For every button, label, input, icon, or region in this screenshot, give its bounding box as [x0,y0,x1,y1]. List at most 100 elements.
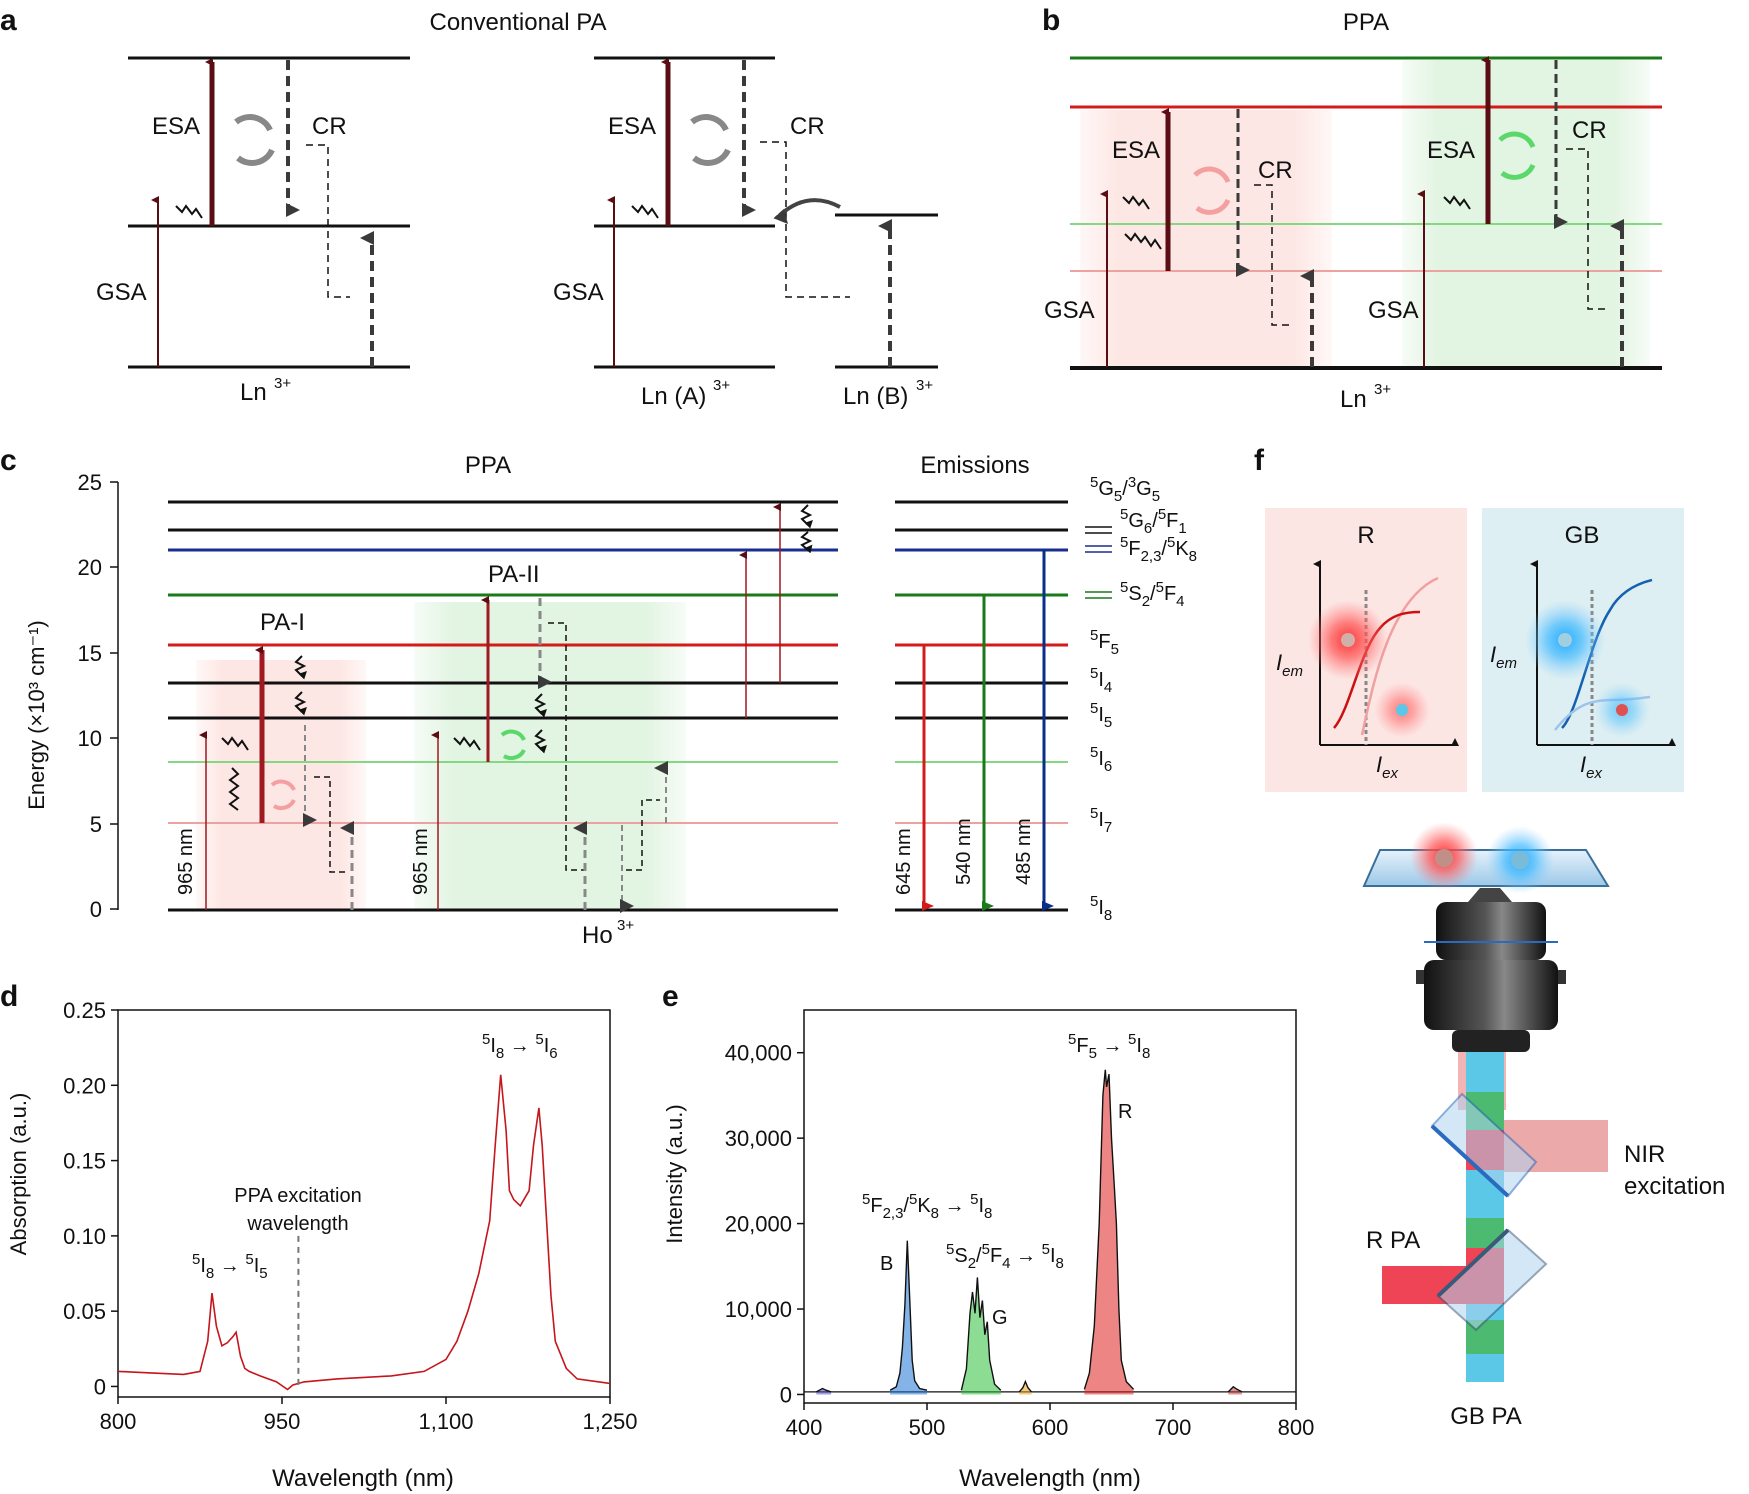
cr-label: CR [312,113,347,140]
relaxation-squiggle-icon [294,655,307,680]
y-tick: 25 [78,470,102,495]
ion-a-sup: 3+ [713,377,730,394]
spectrum-line-G [960,1277,1002,1391]
ion-sup: 3+ [274,375,291,392]
x-tick-label: 500 [909,1415,946,1440]
gb-response-plot: Iem Iex [1490,560,1676,782]
r-response-plot: Iem Iex [1276,560,1459,782]
excitation-annotation: wavelength [246,1213,348,1235]
nir-label: excitation [1624,1173,1725,1200]
x-tick-label: 1,250 [582,1409,637,1434]
x-axis-label: Wavelength (nm) [272,1465,454,1492]
gsa-label: GSA [1044,297,1095,324]
excitation-squiggle-icon [1122,195,1150,210]
x-tick-label: 600 [1032,1415,1069,1440]
panel-c-title: PPA [465,452,511,479]
emission-levels [895,500,1068,912]
y-tick-label: 30,000 [725,1126,792,1151]
sample-slide [1362,849,1610,887]
peak-label: B [880,1253,893,1275]
ion-label: Ho [582,922,613,949]
cycle-icon [500,729,526,761]
nir-label: NIR [1624,1141,1665,1168]
x-axis-label: Wavelength (nm) [959,1465,1141,1492]
cycle-icon [234,114,275,166]
ion-b-label: Ln (B) [843,383,908,410]
y-tick-label: 0.20 [63,1073,106,1098]
relaxation-squiggle-icon [228,767,240,811]
level-label: 5I6 [1090,744,1112,775]
excitation-965-label: 965 nm [410,828,432,895]
spectrum-line-minor-4 [815,1387,832,1393]
ion-sup: 3+ [1374,381,1391,398]
y-tick-label: 0 [94,1374,106,1399]
gb-pa-label: GB PA [1450,1403,1522,1430]
cycle-icon [270,779,296,811]
level-label: 5I5 [1090,700,1112,731]
level-label: 5G5/3G5 [1090,474,1160,505]
pa-i-region [196,660,366,910]
cycle-icon [690,114,731,166]
y-tick-label: 20,000 [725,1212,792,1237]
energy-levels [168,500,838,912]
esa-label: ESA [152,113,200,140]
relaxation-squiggle-icon [534,693,547,718]
excitation-squiggle-icon [631,204,659,219]
iex-label: Iex [1580,752,1602,782]
relaxation-squiggle-icon [534,729,547,754]
emission-label: 485 nm [1013,818,1035,885]
panel-b-title: PPA [1343,9,1389,36]
x-tick-label: 800 [1278,1415,1315,1440]
excitation-squiggle-icon [453,736,481,751]
gsa-label: GSA [96,279,147,306]
panel-b: b PPA ESA CR GSA ESA CR GSA Ln 3+ [1042,4,1662,413]
energy-transfer-arrow [773,198,841,224]
excitation-squiggle-icon [221,736,249,751]
panel-d-letter: d [0,980,18,1013]
level-labels: 5G5/3G5 5G6/5F1 5F2,3/5K8 5S2/5F4 5F5 5I… [1090,474,1197,924]
x-tick-label: 1,100 [418,1409,473,1434]
plot-frame [117,1009,611,1398]
emissions-title: Emissions [920,452,1029,479]
spectrum-area-G [961,1277,1001,1395]
y-axis-label: Intensity (a.u.) [662,1104,687,1243]
relaxation-squiggle-icon [800,504,813,529]
pa-ii-region [414,602,686,910]
spectrum-area-R [1084,1069,1134,1395]
panel-a-letter: a [0,4,17,37]
gsa-label: GSA [1368,297,1419,324]
y-tick-label: 40,000 [725,1041,792,1066]
esa-label: ESA [1427,137,1475,164]
y-tick-label: 0.15 [63,1149,106,1174]
transition-label: 5F5 → 5I8 [1068,1031,1150,1062]
panel-b-letter: b [1042,4,1060,37]
level-label: 5I7 [1090,805,1112,836]
spectrum-line-minor-3 [1018,1379,1033,1393]
ion-label: Ln [1340,386,1367,413]
pa-i-label: PA-I [260,609,305,636]
cycle-icon [1498,131,1536,180]
x-tick-label: 400 [786,1415,823,1440]
diagram-two-ion: ESA CR GSA Ln (A) 3+ Ln (B) 3+ [553,56,938,410]
transition-label: 5I8 → 5I5 [192,1251,268,1282]
peak-label: R [1118,1101,1132,1123]
y-tick: 15 [78,641,102,666]
spectrum-area-B [890,1240,927,1395]
pa-ii-label: PA-II [488,561,540,588]
excitation-squiggle-icon [175,204,203,219]
level-legend-lines [1085,526,1112,599]
microscope-illustration: NIR excitation R PA GB PA [1362,822,1725,1430]
y-tick: 10 [78,726,102,751]
transition-label: 5S2/5F4 → 5I8 [946,1241,1064,1272]
cr-label: CR [1572,117,1607,144]
iex-label: Iex [1376,752,1398,782]
ion-label: Ln [240,379,267,406]
r-label: R [1357,522,1374,549]
diagram-single-ion: ESA CR GSA Ln 3+ [96,56,410,406]
level-label: 5I4 [1090,665,1112,696]
level-label: 5S2/5F4 [1120,579,1185,610]
